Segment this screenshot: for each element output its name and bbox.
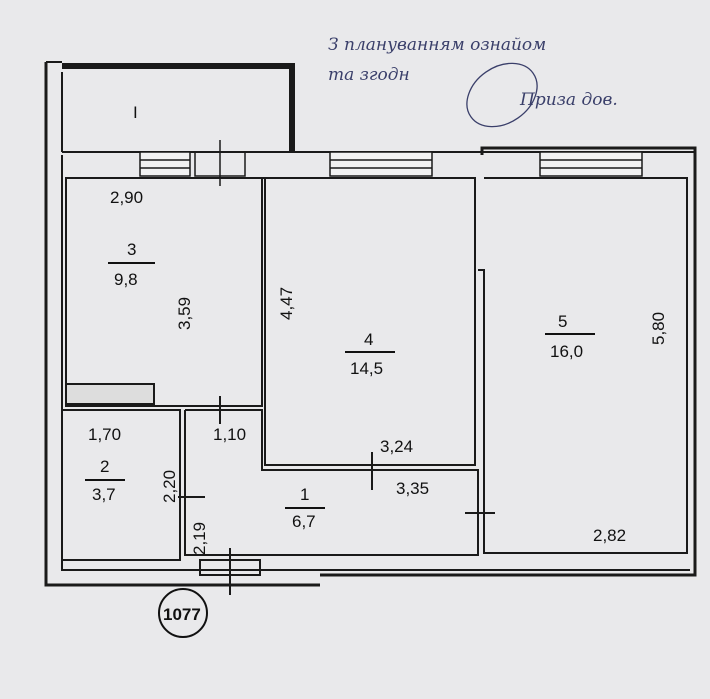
room-2-area: 3,7 — [92, 485, 116, 504]
outer-walls — [44, 61, 697, 587]
windows — [139, 140, 643, 186]
dimension-labels: 2,90 3,59 4,47 3,24 5,80 2,82 1,70 2,20 … — [88, 188, 668, 555]
dim-room4-width: 3,24 — [380, 437, 413, 456]
inner-walls — [61, 177, 688, 595]
signature-text: Приза дов. — [519, 90, 618, 110]
apartment-number: 1077 — [163, 605, 201, 624]
note-line-2: та згодн — [328, 65, 410, 85]
dim-room3-width: 2,90 — [110, 188, 143, 207]
dim-room2-width: 1,70 — [88, 425, 121, 444]
handwritten-note: З плануванням ознайом та згодн Приза дов… — [328, 35, 618, 128]
signature-mark — [466, 62, 538, 128]
dim-room1-width-top: 1,10 — [213, 425, 246, 444]
dim-room4-length: 4,47 — [277, 287, 296, 320]
room-4-area: 14,5 — [350, 359, 383, 378]
room-4-number: 4 — [364, 330, 373, 349]
room-1-number: 1 — [300, 485, 309, 504]
balcony: I — [61, 63, 295, 152]
dim-room2-length: 2,20 — [160, 470, 179, 503]
dim-room1-length: 2,19 — [190, 522, 209, 555]
dim-room5-length: 5,80 — [649, 312, 668, 345]
room-labels: 1 6,7 2 3,7 3 9,8 4 14,5 5 16,0 — [85, 240, 595, 531]
note-line-1: З плануванням ознайом — [328, 35, 546, 55]
dim-room5-width: 2,82 — [593, 526, 626, 545]
room-1-area: 6,7 — [292, 512, 316, 531]
room-5-area: 16,0 — [550, 342, 583, 361]
room-3-area: 9,8 — [114, 270, 138, 289]
balcony-label: I — [133, 103, 138, 122]
room-3-number: 3 — [127, 240, 136, 259]
dim-room3-length: 3,59 — [175, 297, 194, 330]
room-5-number: 5 — [558, 312, 567, 331]
dim-room1-width: 3,35 — [396, 479, 429, 498]
room-2-number: 2 — [100, 457, 109, 476]
apartment-number-badge: 1077 — [158, 588, 208, 638]
